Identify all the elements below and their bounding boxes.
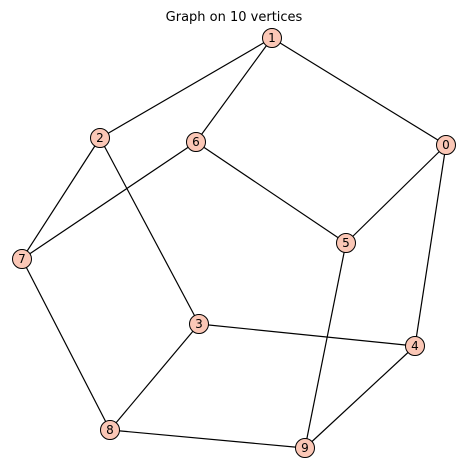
- edge-5-6: [195, 141, 347, 244]
- edge-2-7: [21, 137, 101, 260]
- vertex-circle-3: [189, 314, 209, 334]
- vertex-label-3: 3: [195, 317, 203, 331]
- vertex-label-8: 8: [106, 423, 114, 437]
- vertex-circle-0: [436, 135, 456, 155]
- edges-layer: [21, 37, 447, 449]
- vertex-8: 8: [100, 420, 120, 440]
- vertex-circle-6: [186, 132, 206, 152]
- edge-2-3: [99, 137, 200, 325]
- edge-0-5: [345, 144, 447, 244]
- graph-title: Graph on 10 vertices: [166, 10, 303, 25]
- vertex-circle-2: [90, 128, 110, 148]
- edge-6-7: [21, 141, 197, 260]
- vertex-3: 3: [189, 314, 209, 334]
- vertex-circle-1: [262, 28, 282, 48]
- vertex-circle-4: [405, 336, 425, 356]
- vertex-label-2: 2: [96, 131, 104, 145]
- vertex-circle-8: [100, 420, 120, 440]
- vertex-circle-5: [336, 233, 356, 253]
- edge-1-6: [195, 37, 273, 143]
- edge-7-8: [21, 258, 111, 431]
- vertex-label-9: 9: [301, 441, 309, 455]
- vertex-0: 0: [436, 135, 456, 155]
- vertex-label-1: 1: [268, 31, 276, 45]
- vertex-5: 5: [336, 233, 356, 253]
- vertex-2: 2: [90, 128, 110, 148]
- edge-3-4: [198, 323, 416, 347]
- edge-0-4: [414, 144, 447, 347]
- vertex-label-4: 4: [411, 339, 419, 353]
- vertex-circle-9: [295, 438, 315, 458]
- edge-1-2: [99, 37, 273, 139]
- vertex-4: 4: [405, 336, 425, 356]
- nodes-layer: 0 1 2 3 4 5 6 7 8 9: [12, 28, 456, 458]
- edge-4-9: [304, 345, 416, 449]
- vertex-7: 7: [12, 249, 32, 269]
- edge-3-8: [109, 323, 200, 431]
- edge-5-9: [304, 242, 347, 449]
- edge-8-9: [109, 429, 306, 449]
- vertex-label-0: 0: [442, 138, 450, 152]
- vertex-9: 9: [295, 438, 315, 458]
- edge-0-1: [271, 37, 447, 146]
- vertex-circle-7: [12, 249, 32, 269]
- vertex-6: 6: [186, 132, 206, 152]
- vertex-label-6: 6: [192, 135, 200, 149]
- vertex-label-5: 5: [342, 236, 350, 250]
- vertex-label-7: 7: [18, 252, 26, 266]
- vertex-1: 1: [262, 28, 282, 48]
